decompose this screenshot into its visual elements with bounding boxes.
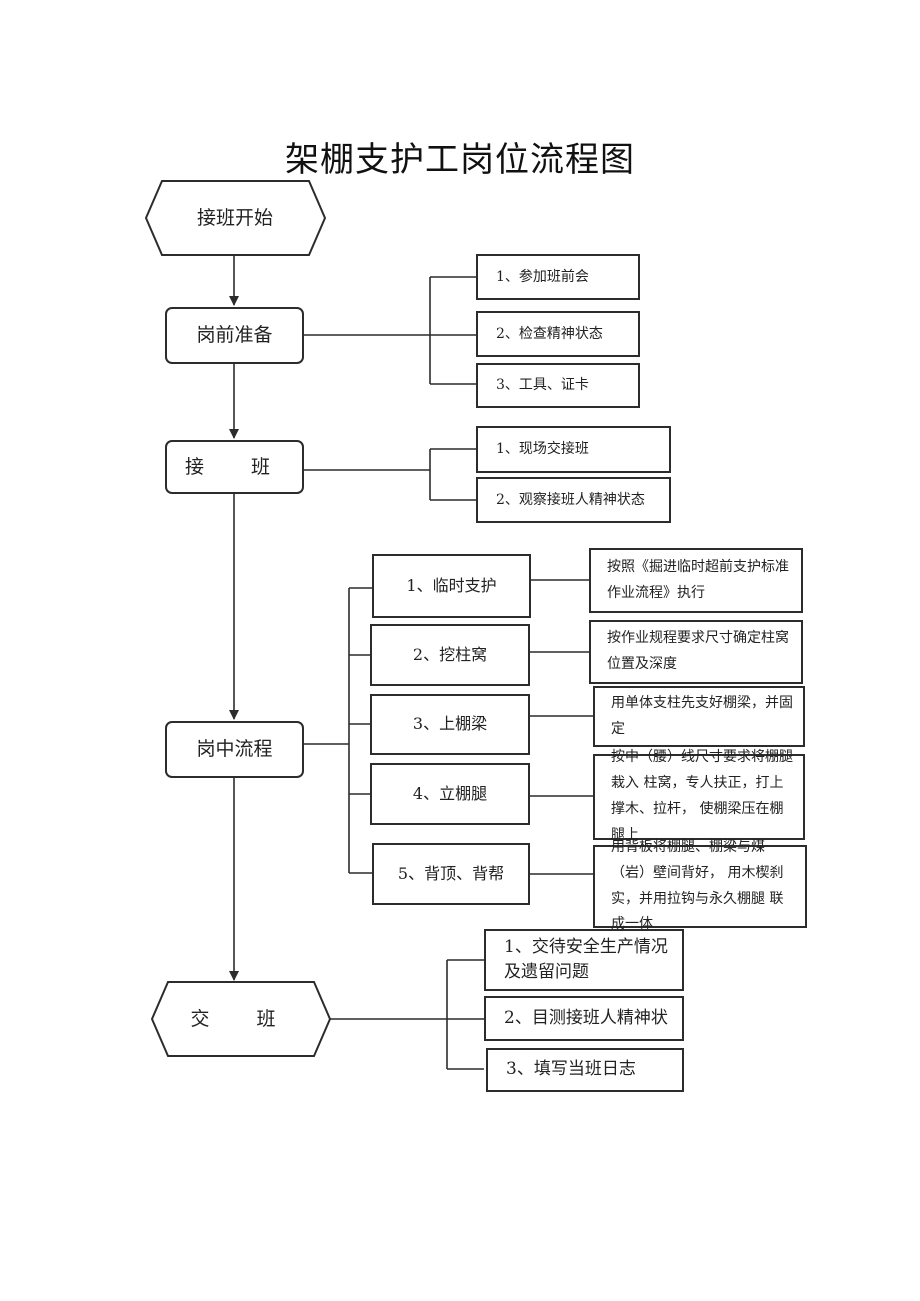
process-note: 用单体支柱先支好棚梁，并固定 <box>593 686 805 747</box>
process-note-text: 用单体支柱先支好棚梁，并固定 <box>611 694 793 737</box>
process-note-text: 按作业规程要求尺寸确定柱窝位置及深度 <box>607 630 789 672</box>
step-handover: 交 班 <box>165 985 315 1053</box>
step-takeover-label: 接 班 <box>184 455 284 478</box>
process-note: 按作业规程要求尺寸确定柱窝位置及深度 <box>589 620 803 684</box>
handover-item: 3、填写当班日志 <box>486 1048 684 1092</box>
process-item: 2、挖柱窝 <box>370 624 530 686</box>
prepare-item: 2、检查精神状态 <box>476 311 640 357</box>
step-takeover: 接 班 <box>165 440 304 494</box>
process-note-text: 按中（腰）线尺寸要求将棚腿栽入 柱窝，专人扶正，打上撑木、拉杆， 使棚梁压在棚腿… <box>611 749 793 843</box>
prepare-item-label: 1、参加班前会 <box>496 268 589 285</box>
process-item-label: 5、背顶、背帮 <box>397 863 505 883</box>
handover-item: 2、目测接班人精神状 <box>484 996 684 1041</box>
step-process: 岗中流程 <box>165 721 304 778</box>
process-note: 用背板将棚腿、棚梁与煤（岩）壁间背好， 用木楔刹实，并用拉钩与永久棚腿 联成一体 <box>593 839 807 932</box>
handover-item: 1、交待安全生产情况及遗留问题 <box>484 929 684 991</box>
process-item-label: 3、上棚梁 <box>412 714 488 734</box>
process-item-label: 1、临时支护 <box>406 575 497 595</box>
step-process-label: 岗中流程 <box>196 738 273 761</box>
process-item: 1、临时支护 <box>372 554 531 618</box>
step-start: 接班开始 <box>160 184 310 252</box>
process-note-text: 用背板将棚腿、棚梁与煤（岩）壁间背好， 用木楔刹实，并用拉钩与永久棚腿 联成一体 <box>611 838 784 933</box>
prepare-item: 3、工具、证卡 <box>476 363 640 408</box>
process-item-label: 2、挖柱窝 <box>412 644 488 664</box>
page-title: 架棚支护工岗位流程图 <box>285 140 635 180</box>
handover-item-label: 1、交待安全生产情况及遗留问题 <box>504 936 668 983</box>
takeover-item: 1、现场交接班 <box>476 426 671 473</box>
process-item: 5、背顶、背帮 <box>372 843 530 905</box>
takeover-item-label: 1、现场交接班 <box>496 441 589 458</box>
handover-item-label: 3、填写当班日志 <box>506 1059 636 1080</box>
handover-hexagon <box>150 981 332 1057</box>
process-note: 按中（腰）线尺寸要求将棚腿栽入 柱窝，专人扶正，打上撑木、拉杆， 使棚梁压在棚腿… <box>593 749 805 843</box>
step-start-label: 接班开始 <box>196 206 273 229</box>
process-item: 4、立棚腿 <box>370 763 530 825</box>
process-item-label: 4、立棚腿 <box>412 783 488 803</box>
takeover-item-label: 2、观察接班人精神状态 <box>496 491 645 508</box>
handover-item-label: 2、目测接班人精神状 <box>504 1007 668 1028</box>
prepare-item-label: 2、检查精神状态 <box>496 325 603 342</box>
start-hexagon <box>144 180 327 256</box>
process-item: 3、上棚梁 <box>370 694 530 755</box>
prepare-item: 1、参加班前会 <box>476 254 640 300</box>
step-prepare: 岗前准备 <box>165 307 304 364</box>
step-handover-label: 交 班 <box>190 1007 290 1030</box>
prepare-item-label: 3、工具、证卡 <box>496 377 589 394</box>
step-prepare-label: 岗前准备 <box>196 324 273 347</box>
process-note-text: 按照《掘进临时超前支护标准作业流程》执行 <box>607 558 789 601</box>
process-note: 按照《掘进临时超前支护标准作业流程》执行 <box>589 548 803 613</box>
takeover-item: 2、观察接班人精神状态 <box>476 477 671 523</box>
